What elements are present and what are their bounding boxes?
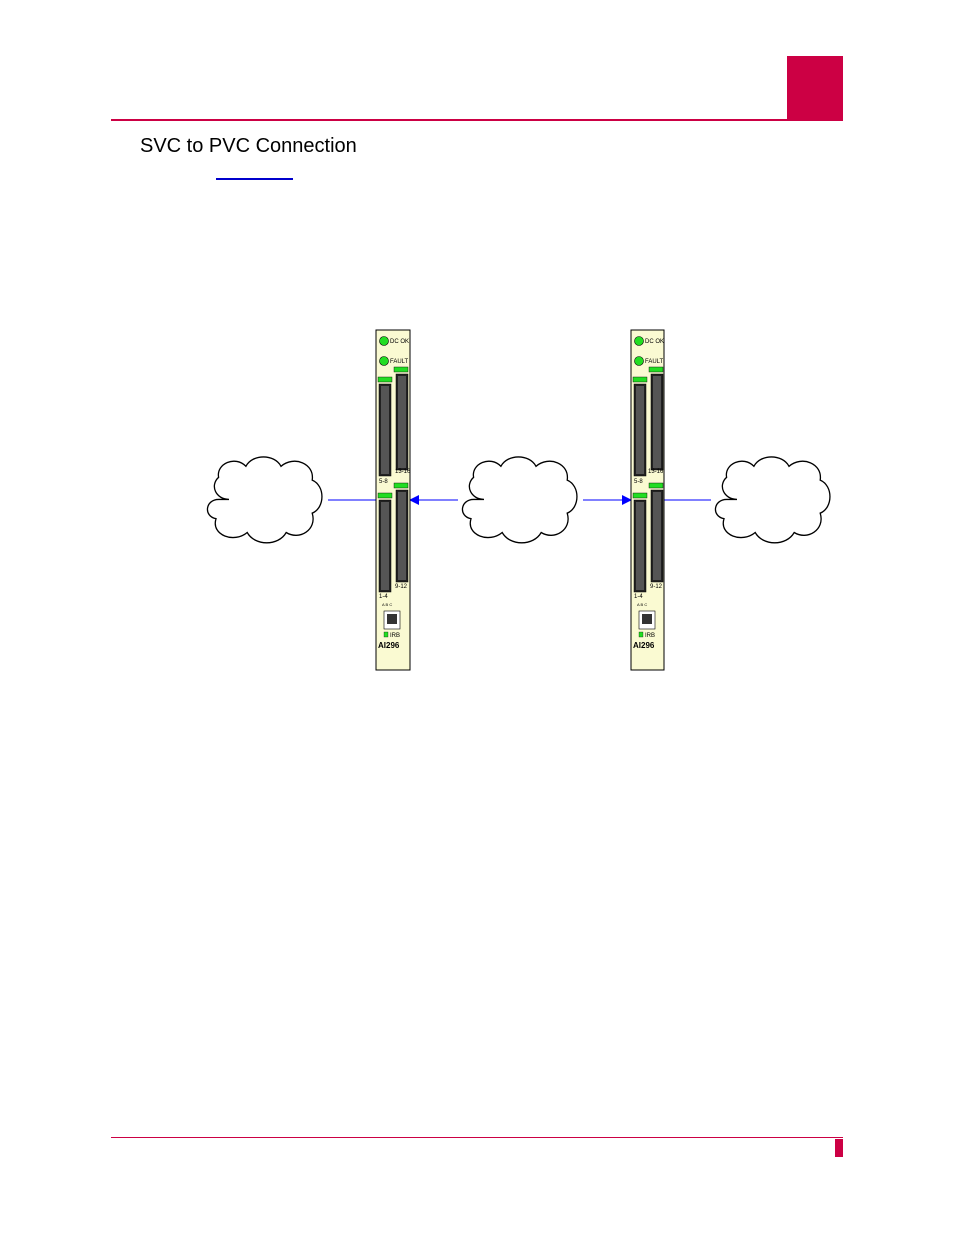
dc-ok-label: DC OK <box>645 339 664 345</box>
fault-label: FAULT <box>645 359 664 365</box>
fault-label: FAULT <box>390 359 409 365</box>
port-label-5-8: 5-8 <box>634 479 643 485</box>
card-model-label: AI296 <box>633 641 655 650</box>
rj45-port-icon <box>642 614 652 624</box>
cloud-icon <box>714 456 831 544</box>
dc-ok-label: DC OK <box>390 339 409 345</box>
figure-reference-link[interactable] <box>216 178 293 180</box>
port-label-9-12: 9-12 <box>395 584 408 590</box>
port-label-9-12: 9-12 <box>650 584 663 590</box>
irb-label: IRB <box>645 633 655 639</box>
port-label-5-8: 5-8 <box>379 479 388 485</box>
footer-mark <box>835 1139 843 1157</box>
ai296-card: DC OK FAULT 13-16 5-8 9-12 1-4 A B C IRB… <box>375 329 411 671</box>
fault-led-icon <box>379 356 389 366</box>
port-label-1-4: 1-4 <box>634 594 643 600</box>
cloud-icon <box>206 456 323 544</box>
port-label-13-16: 13-16 <box>648 469 664 475</box>
port-label-1-4: 1-4 <box>379 594 388 600</box>
irb-label: IRB <box>390 633 400 639</box>
small-leds-label: A B C <box>637 602 647 607</box>
port-label-13-16: 13-16 <box>395 469 411 475</box>
dc-ok-led-icon <box>634 336 644 346</box>
rj45-port-icon <box>387 614 397 624</box>
footer-rule <box>111 1137 843 1138</box>
header-rule <box>111 119 843 121</box>
cloud-icon <box>461 456 578 544</box>
fault-led-icon <box>634 356 644 366</box>
chapter-tab <box>787 56 843 120</box>
card-model-label: AI296 <box>378 641 400 650</box>
small-leds-label: A B C <box>382 602 392 607</box>
ai296-card: DC OK FAULT 13-16 5-8 9-12 1-4 A B C IRB… <box>630 329 665 671</box>
dc-ok-led-icon <box>379 336 389 346</box>
section-heading: SVC to PVC Connection <box>140 135 357 157</box>
